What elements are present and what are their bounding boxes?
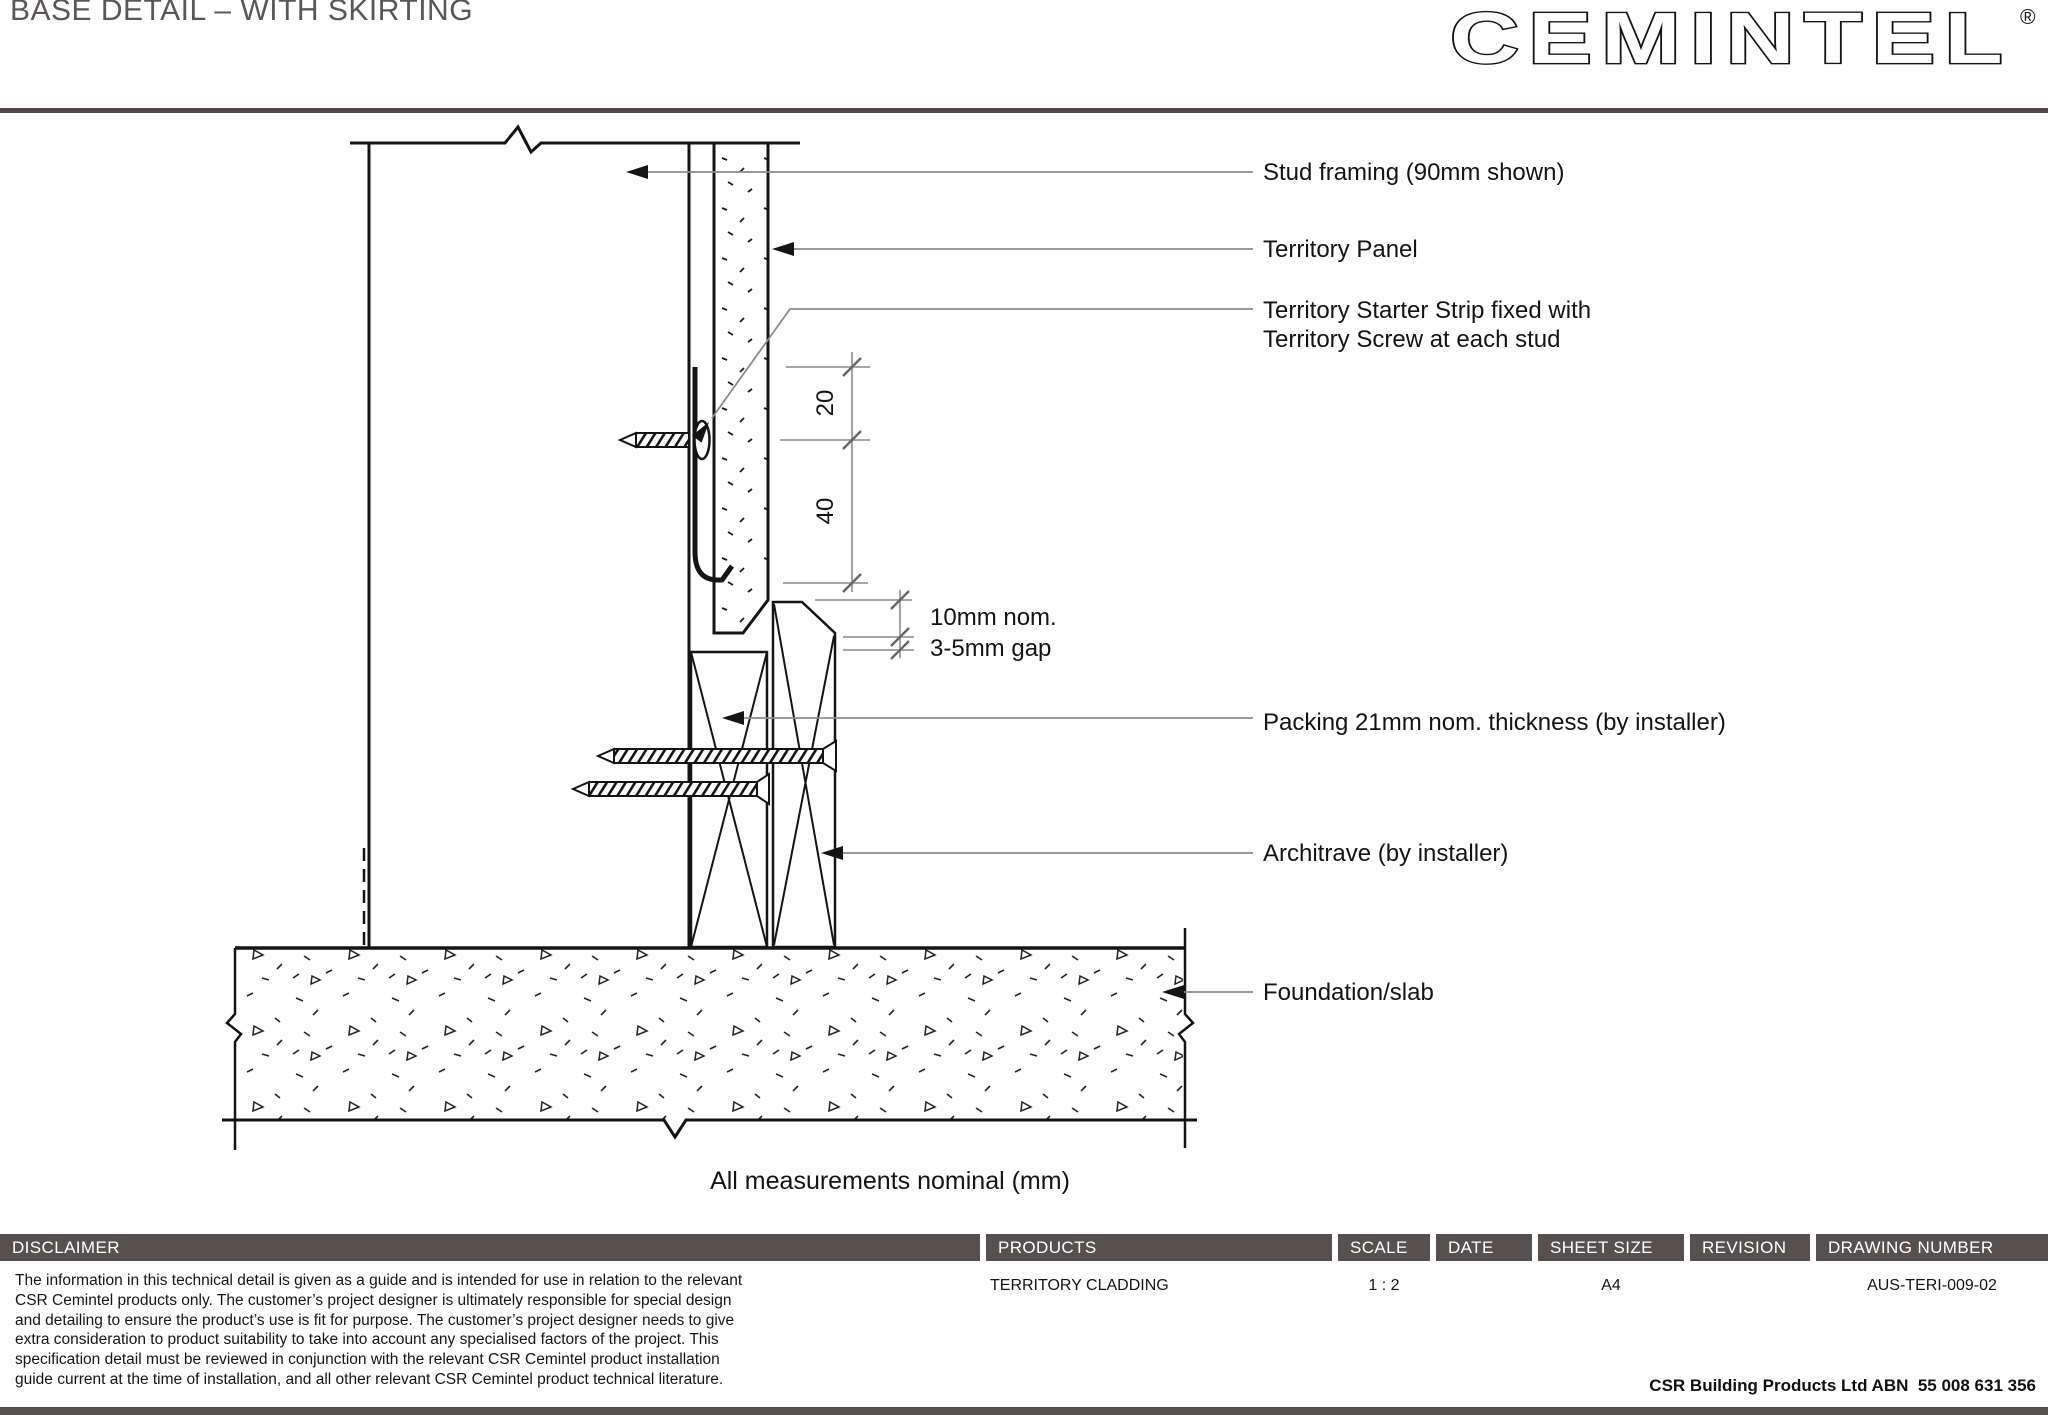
header-products: PRODUCTS: [986, 1234, 1332, 1261]
header-scale: SCALE: [1338, 1234, 1430, 1261]
header-sheet-size: SHEET SIZE: [1538, 1234, 1684, 1261]
measurements-caption: All measurements nominal (mm): [710, 1167, 1070, 1195]
dimension-text-40: 40: [812, 497, 839, 525]
slab-left-break: [225, 948, 243, 1150]
dimension-gaps: [815, 590, 914, 660]
label-starter-strip-line2: Territory Screw at each stud: [1263, 326, 1561, 353]
territory-panel-section: [712, 141, 770, 635]
foundation-slab: [222, 928, 1197, 1150]
registered-mark-icon: ®: [2020, 6, 2036, 29]
label-architrave: Architrave (by installer): [1263, 840, 1509, 867]
architrave-section: [771, 600, 837, 949]
scale-value: 1 : 2: [1368, 1277, 1400, 1294]
stud-framing: [350, 124, 800, 947]
bottom-border-bar: [0, 1407, 2048, 1415]
header-revision: REVISION: [1690, 1234, 1810, 1261]
skirting-screw-lower: [570, 772, 770, 806]
leader-starter: [711, 308, 1253, 419]
header-date: DATE: [1436, 1234, 1532, 1261]
header-divider: [0, 108, 2048, 113]
label-territory-panel: Territory Panel: [1263, 236, 1418, 263]
label-packing: Packing 21mm nom. thickness (by installe…: [1263, 709, 1726, 736]
dimension-20-40: [780, 352, 870, 593]
starter-strip-profile: [692, 367, 735, 583]
leader-lines: [646, 171, 1253, 993]
header-drawing-number: DRAWING NUMBER: [1816, 1234, 2048, 1261]
header-disclaimer: DISCLAIMER: [0, 1234, 980, 1261]
label-10mm-nom: 10mm nom.: [930, 604, 1057, 631]
label-3-5mm-gap: 3-5mm gap: [930, 635, 1052, 662]
page-title: BASE DETAIL – WITH SKIRTING: [10, 0, 474, 27]
dimension-text-20: 20: [812, 389, 839, 417]
packing-block: [689, 650, 769, 949]
label-starter-strip-line1: Territory Starter Strip fixed with: [1263, 297, 1592, 324]
disclaimer-text: The information in this technical detail…: [15, 1272, 743, 1388]
drawing-number-value: AUS-TERI-009-02: [1867, 1277, 1997, 1294]
slab-right-break: [1177, 928, 1195, 1148]
wall-top-break-line: [350, 124, 800, 155]
products-value: TERRITORY CLADDING: [990, 1277, 1169, 1294]
leader-arrowheads: [626, 165, 1184, 999]
label-stud-framing: Stud framing (90mm shown): [1263, 159, 1565, 186]
skirting-screw-upper: [595, 739, 837, 773]
label-foundation-slab: Foundation/slab: [1263, 979, 1434, 1006]
sheet-size-value: A4: [1601, 1277, 1621, 1294]
cemintel-logo: CEMINTEL ®: [1442, 0, 2042, 80]
territory-screw: [617, 419, 711, 461]
logo-wordmark: CEMINTEL: [1450, 2, 2012, 74]
company-abn-footer: CSR Building Products Ltd ABN 55 008 631…: [1649, 1376, 2036, 1395]
